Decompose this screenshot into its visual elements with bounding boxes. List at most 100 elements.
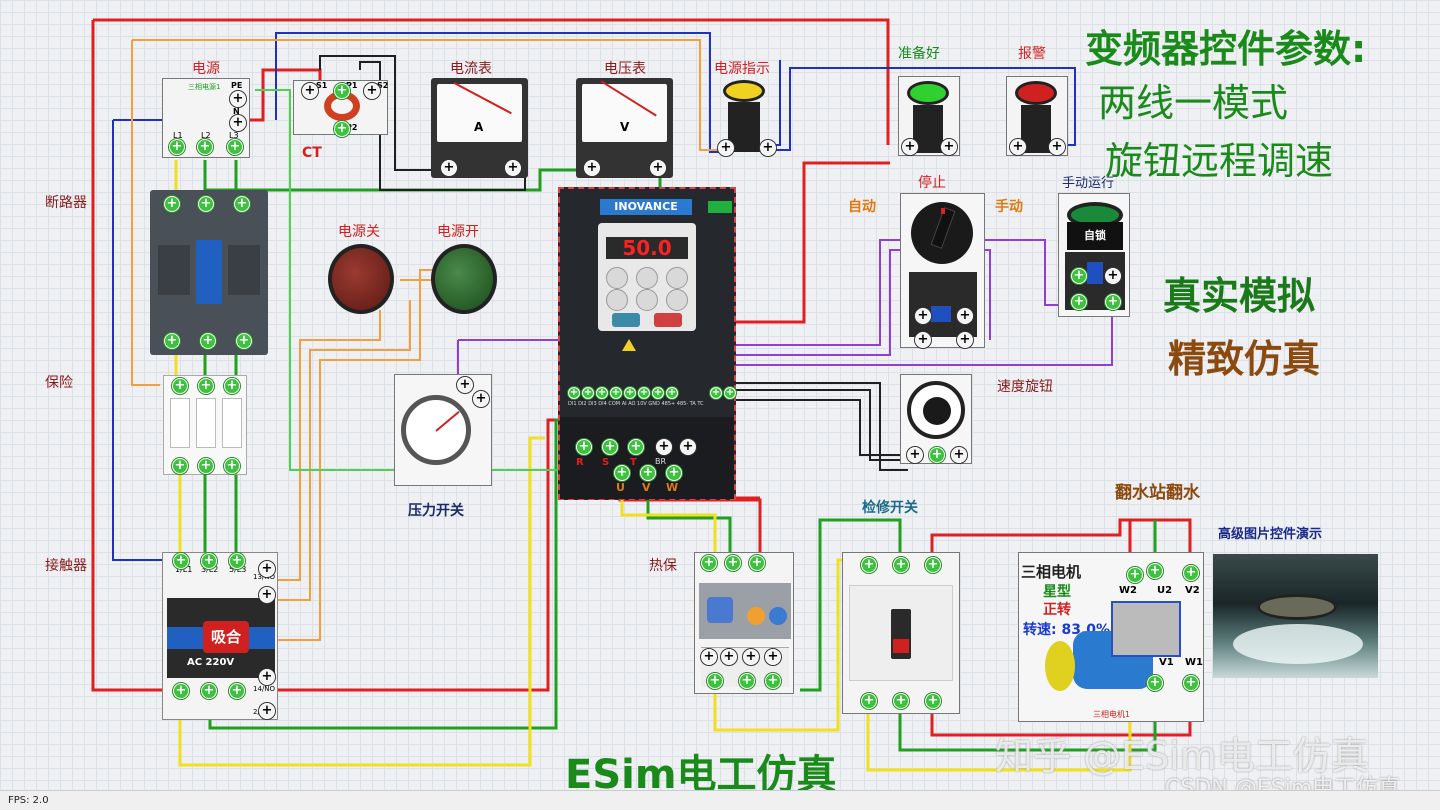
selector-terminal-2[interactable]: [957, 308, 973, 324]
contactor-out-3[interactable]: [229, 683, 245, 699]
thermal-in-1[interactable]: [701, 555, 717, 571]
vfd-plus[interactable]: [680, 439, 696, 455]
power-indicator-lamp[interactable]: [718, 78, 776, 158]
ammeter-terminal-2[interactable]: [505, 160, 521, 176]
breaker-in-3[interactable]: [234, 196, 250, 212]
maint-out-3[interactable]: [925, 693, 941, 709]
alarm-lamp[interactable]: [1006, 76, 1068, 156]
three-phase-motor[interactable]: 三相电机 星型 正转 转速: 83.0% W2 U2 V2 U1 V1 W1 三…: [1018, 552, 1204, 722]
voltmeter-terminal-1[interactable]: [584, 160, 600, 176]
terminal-p2[interactable]: [334, 121, 350, 137]
contactor-14[interactable]: [259, 669, 275, 685]
fuse-in-3[interactable]: [224, 378, 240, 394]
alarm-terminal-2[interactable]: [1049, 139, 1065, 155]
manual-nc-terminal-2[interactable]: [1105, 268, 1121, 284]
contactor-in-3[interactable]: [229, 553, 245, 569]
vfd-r[interactable]: [576, 439, 592, 455]
vfd-down-key[interactable]: [636, 289, 658, 311]
manual-no-terminal-2[interactable]: [1105, 294, 1121, 310]
manual-run-button[interactable]: 自锁: [1058, 193, 1130, 317]
breaker-in-2[interactable]: [198, 196, 214, 212]
io-tc[interactable]: [724, 387, 736, 399]
manual-nc-terminal[interactable]: [1071, 268, 1087, 284]
io-di4[interactable]: [610, 387, 622, 399]
manual-no-terminal[interactable]: [1071, 294, 1087, 310]
thermal-in-2[interactable]: [725, 555, 741, 571]
thermal-in-3[interactable]: [749, 555, 765, 571]
thermal-stop-icon[interactable]: [747, 607, 765, 625]
selector-terminal-4[interactable]: [957, 332, 973, 348]
terminal-s1[interactable]: [302, 83, 318, 99]
terminal-l1[interactable]: [169, 139, 185, 155]
vfd-right-key[interactable]: [666, 289, 688, 311]
pressure-terminal-2[interactable]: [473, 391, 489, 407]
thermal-out-1[interactable]: [707, 673, 723, 689]
terminal-l3[interactable]: [227, 139, 243, 155]
contactor-13b[interactable]: [259, 587, 275, 603]
maintenance-switch[interactable]: [842, 552, 960, 714]
motor-u2[interactable]: [1147, 563, 1163, 579]
vfd-s[interactable]: [602, 439, 618, 455]
speed-knob-icon[interactable]: [907, 381, 965, 439]
power-off-button[interactable]: [328, 244, 394, 314]
thermal-98[interactable]: [701, 649, 717, 665]
breaker-out-1[interactable]: [164, 333, 180, 349]
terminal-n[interactable]: [230, 115, 246, 131]
io-com[interactable]: [624, 387, 636, 399]
vfd-v[interactable]: [640, 465, 656, 481]
fuse-out-2[interactable]: [198, 458, 214, 474]
maint-in-2[interactable]: [893, 557, 909, 573]
terminal-s2[interactable]: [364, 83, 380, 99]
motor-w1[interactable]: [1183, 675, 1199, 691]
speed-terminal-3[interactable]: [951, 447, 967, 463]
motor-w2[interactable]: [1127, 567, 1143, 583]
maintenance-handle-icon[interactable]: [891, 609, 911, 659]
terminal-pe[interactable]: [230, 91, 246, 107]
speed-potentiometer[interactable]: [900, 374, 972, 464]
maint-in-3[interactable]: [925, 557, 941, 573]
vfd-mfk-key[interactable]: [606, 289, 628, 311]
alarm-terminal-1[interactable]: [1010, 139, 1026, 155]
contactor-out-1[interactable]: [173, 683, 189, 699]
vfd-br[interactable]: [656, 439, 672, 455]
contactor-out-2[interactable]: [201, 683, 217, 699]
current-transformer[interactable]: S1 S2 P1 P2: [293, 80, 388, 137]
motor-v1[interactable]: [1147, 675, 1163, 691]
ready-terminal-2[interactable]: [941, 139, 957, 155]
indicator-terminal-2[interactable]: [760, 140, 776, 156]
maint-out-2[interactable]: [893, 693, 909, 709]
selector-switch[interactable]: [900, 193, 985, 348]
breaker-in-1[interactable]: [164, 196, 180, 212]
io-ao[interactable]: [652, 387, 664, 399]
io-ta[interactable]: [710, 387, 722, 399]
vfd-prg-key[interactable]: [606, 267, 628, 289]
vfd-stop-key[interactable]: [654, 313, 682, 327]
contactor-nc[interactable]: [259, 703, 275, 719]
contactor[interactable]: 1/L1 3/L2 5/L3 13/NO 吸合 AC 220V 14/NO 2/…: [162, 552, 278, 720]
power-supply[interactable]: 三相电源1 PE N L1 L2 L3: [162, 78, 250, 158]
io-di1[interactable]: [568, 387, 580, 399]
maint-in-1[interactable]: [861, 557, 877, 573]
fuse-in-2[interactable]: [198, 378, 214, 394]
io-di2[interactable]: [582, 387, 594, 399]
contactor-13[interactable]: [259, 561, 275, 577]
ready-lamp[interactable]: [898, 76, 960, 156]
fuse-block[interactable]: [163, 375, 247, 475]
vfd-w[interactable]: [666, 465, 682, 481]
vfd-run-key[interactable]: [612, 313, 640, 327]
vfd-inverter[interactable]: INOVANCE 50.0 DI1 DI2 DI3 DI4 COM AI AO …: [558, 187, 736, 500]
speed-terminal-1[interactable]: [907, 447, 923, 463]
selector-terminal-1[interactable]: [915, 308, 931, 324]
circuit-breaker[interactable]: [150, 190, 268, 355]
vfd-u[interactable]: [614, 465, 630, 481]
breaker-handle-icon[interactable]: [196, 240, 222, 304]
contactor-in-2[interactable]: [201, 553, 217, 569]
io-10v[interactable]: [666, 387, 678, 399]
thermal-97[interactable]: [721, 649, 737, 665]
fuse-in-1[interactable]: [172, 378, 188, 394]
contactor-in-1[interactable]: [173, 553, 189, 569]
breaker-out-3[interactable]: [236, 333, 252, 349]
vfd-up-key[interactable]: [636, 267, 658, 289]
voltmeter[interactable]: V: [576, 78, 673, 178]
selector-terminal-3[interactable]: [915, 332, 931, 348]
